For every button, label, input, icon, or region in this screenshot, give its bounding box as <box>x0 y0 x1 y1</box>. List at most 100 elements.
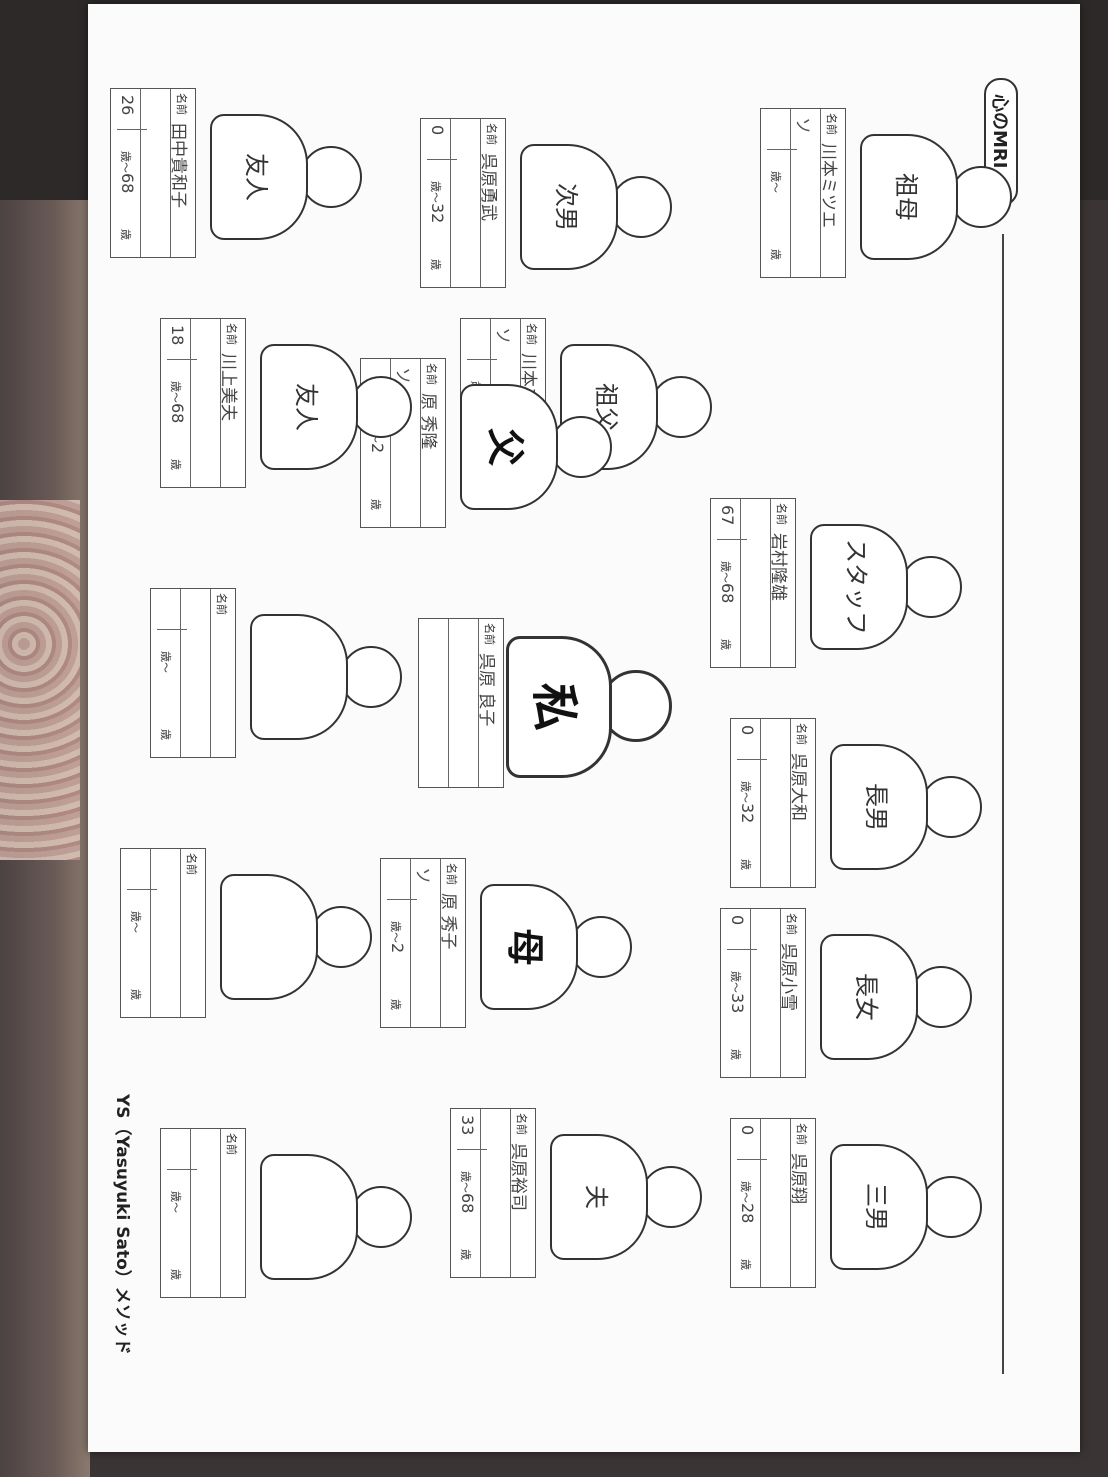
age-to[interactable]: 68 <box>118 173 137 194</box>
age-to[interactable]: 2 <box>388 943 407 954</box>
name-value[interactable]: 原 秀子 <box>438 893 458 950</box>
role-label: 祖母 <box>892 173 921 221</box>
head-circle <box>570 916 632 978</box>
body-shape: 三男 <box>830 1144 928 1270</box>
figure-blank2: 名前 歳〜歳 <box>112 844 372 1018</box>
age-to-label: 歳 <box>729 1049 742 1060</box>
body-shape: 友人 <box>260 344 358 470</box>
age-from-label: 歳〜 <box>389 921 402 943</box>
name-label: 名前 <box>775 503 788 525</box>
age-from[interactable]: 18 <box>168 325 187 346</box>
age-from[interactable]: 0 <box>428 125 447 136</box>
head-circle <box>650 376 712 438</box>
name-value[interactable]: 川上美夫 <box>218 353 238 421</box>
figure-blank1: 名前 歳〜歳 <box>142 584 402 758</box>
age-to-label: 歳 <box>769 249 782 260</box>
role-label: 友人 <box>242 153 271 201</box>
figure-sobo: 祖母 名前川本ミツエ ソ 歳〜歳 <box>752 104 1012 278</box>
head-circle <box>910 966 972 1028</box>
age-from-label: 歳〜 <box>429 181 442 203</box>
age-from[interactable]: 0 <box>738 1125 757 1136</box>
name-value[interactable]: 呉原大和 <box>788 753 808 821</box>
head-circle <box>550 416 612 478</box>
info-box: 名前岩村隆雄 67 歳〜68 歳 <box>710 498 796 668</box>
age-to[interactable]: 68 <box>718 583 737 604</box>
age-to-label: 歳 <box>159 729 172 740</box>
age-from[interactable]: 0 <box>728 915 747 926</box>
body-shape <box>220 874 318 1000</box>
body-shape: 次男 <box>520 144 618 270</box>
age-from[interactable]: 33 <box>458 1115 477 1136</box>
name-value[interactable]: 呉原 良子 <box>476 653 496 727</box>
age-to[interactable]: 28 <box>738 1203 757 1224</box>
role-label: 私 <box>526 682 582 731</box>
role-label: 次男 <box>552 183 581 231</box>
name-label: 名前 <box>485 123 498 145</box>
name-label: 名前 <box>425 363 438 385</box>
name-value[interactable]: 呉原翔 <box>788 1153 808 1204</box>
age-from[interactable]: 0 <box>738 725 757 736</box>
name-label: 名前 <box>225 1133 238 1155</box>
age-to-label: 歳 <box>739 859 752 870</box>
head-circle <box>340 646 402 708</box>
body-shape <box>260 1154 358 1280</box>
head-circle <box>350 1186 412 1248</box>
age-from-label: 歳〜 <box>729 971 742 993</box>
age-from-label: 歳〜 <box>719 561 732 583</box>
background-fabric <box>0 500 80 860</box>
age-to[interactable]: 32 <box>738 803 757 824</box>
name-label: 名前 <box>825 113 838 135</box>
age-from[interactable]: 26 <box>118 95 137 116</box>
head-circle <box>610 176 672 238</box>
worksheet: 心のMRI ② YS（Yasuyuki Sato）メソッド 祖母 名前川本ミツエ… <box>92 24 1052 1444</box>
head-circle <box>900 556 962 618</box>
age-to-label: 歳 <box>119 229 132 240</box>
age-to[interactable]: 68 <box>458 1193 477 1214</box>
name-value[interactable]: 呉原小雪 <box>778 943 798 1011</box>
name-label: 名前 <box>445 863 458 885</box>
age-to[interactable]: 32 <box>428 203 447 224</box>
age-from[interactable]: 67 <box>718 505 737 526</box>
name-label: 名前 <box>225 323 238 345</box>
head-circle <box>350 376 412 438</box>
head-circle <box>920 1176 982 1238</box>
name-value[interactable]: 田中貴和子 <box>168 123 188 208</box>
name-label: 名前 <box>795 1123 808 1145</box>
age-to-label: 歳 <box>719 639 732 650</box>
role-label: 父 <box>483 427 529 466</box>
footer-credit: YS（Yasuyuki Sato）メソッド <box>112 1094 132 1355</box>
name-value[interactable]: 川本ミツエ <box>818 143 838 228</box>
age-to-label: 歳 <box>129 989 142 1000</box>
age-from-label: 歳〜 <box>169 1191 182 1213</box>
body-shape: 私 <box>506 636 612 778</box>
age-from-label: 歳〜 <box>769 171 782 193</box>
age-to[interactable]: 68 <box>168 403 187 424</box>
name-label: 名前 <box>525 323 538 345</box>
name-label: 名前 <box>215 593 228 615</box>
role-label: 長女 <box>852 973 881 1021</box>
age-from-label: 歳〜 <box>129 911 142 933</box>
age-from-label: 歳〜 <box>159 651 172 673</box>
info-box: 名前 歳〜歳 <box>160 1128 246 1298</box>
age-to-label: 歳 <box>369 499 382 510</box>
age-to-label: 歳 <box>739 1259 752 1270</box>
age-to-label: 歳 <box>459 1249 472 1260</box>
body-shape: 母 <box>480 884 578 1010</box>
body-shape: 父 <box>460 384 558 510</box>
body-shape: 祖母 <box>860 134 958 260</box>
age-from-label: 歳〜 <box>459 1171 472 1193</box>
name-value[interactable]: 原 秀隆 <box>418 393 438 450</box>
body-shape <box>250 614 348 740</box>
name-label: 名前 <box>185 853 198 875</box>
name-value[interactable]: 呉原裕司 <box>508 1143 528 1211</box>
name-value[interactable]: 岩村隆雄 <box>768 533 788 601</box>
age-to[interactable]: 33 <box>728 993 747 1014</box>
name-value[interactable]: 呉原勇武 <box>478 153 498 221</box>
